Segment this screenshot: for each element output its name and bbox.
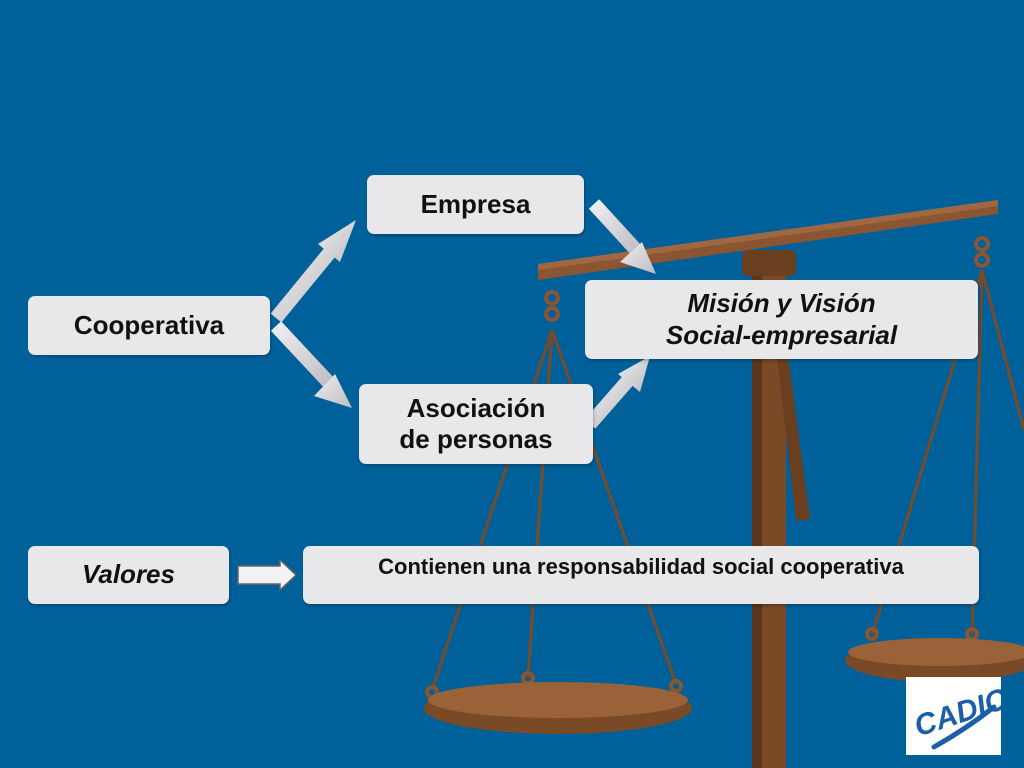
cooperativa-box: Cooperativa <box>28 296 270 355</box>
valores-label: Valores <box>82 559 175 590</box>
arrow-cooperativa-to-empresa <box>270 220 356 323</box>
scale-pillar-shade <box>752 270 762 768</box>
cadic-logo: CADIC <box>906 677 1012 755</box>
mision-label-line2: Social-empresarial <box>665 319 898 350</box>
arrow-cooperativa-to-asociacion <box>270 321 352 408</box>
scale-beam-top <box>538 200 998 270</box>
arrow-valores-to-contienen <box>237 558 298 592</box>
scale-collar <box>742 250 796 276</box>
contienen-label: Contienen una responsabilidad social coo… <box>378 554 904 579</box>
cadic-logo-mark: CADIC <box>910 682 1012 750</box>
mision-label-line1: Misión y Visión <box>687 288 876 319</box>
asociacion-box: Asociación de personas <box>359 384 593 464</box>
empresa-box: Empresa <box>367 175 584 234</box>
asociacion-label-line2: de personas <box>399 424 553 454</box>
right-pan-rim <box>848 638 1024 666</box>
scale-pointer <box>775 340 810 520</box>
valores-box: Valores <box>28 546 229 604</box>
cooperativa-label: Cooperativa <box>73 309 225 340</box>
left-pan-rim <box>428 682 688 718</box>
empresa-label: Empresa <box>420 188 531 219</box>
mision-vision-box: Misión y Visión Social-empresarial <box>585 280 978 359</box>
contienen-box: Contienen una responsabilidad social coo… <box>303 546 979 604</box>
arrow-asociacion-to-mision <box>584 356 650 429</box>
arrow-empresa-to-mision <box>588 199 656 274</box>
asociacion-label-line1: Asociación <box>406 392 546 423</box>
